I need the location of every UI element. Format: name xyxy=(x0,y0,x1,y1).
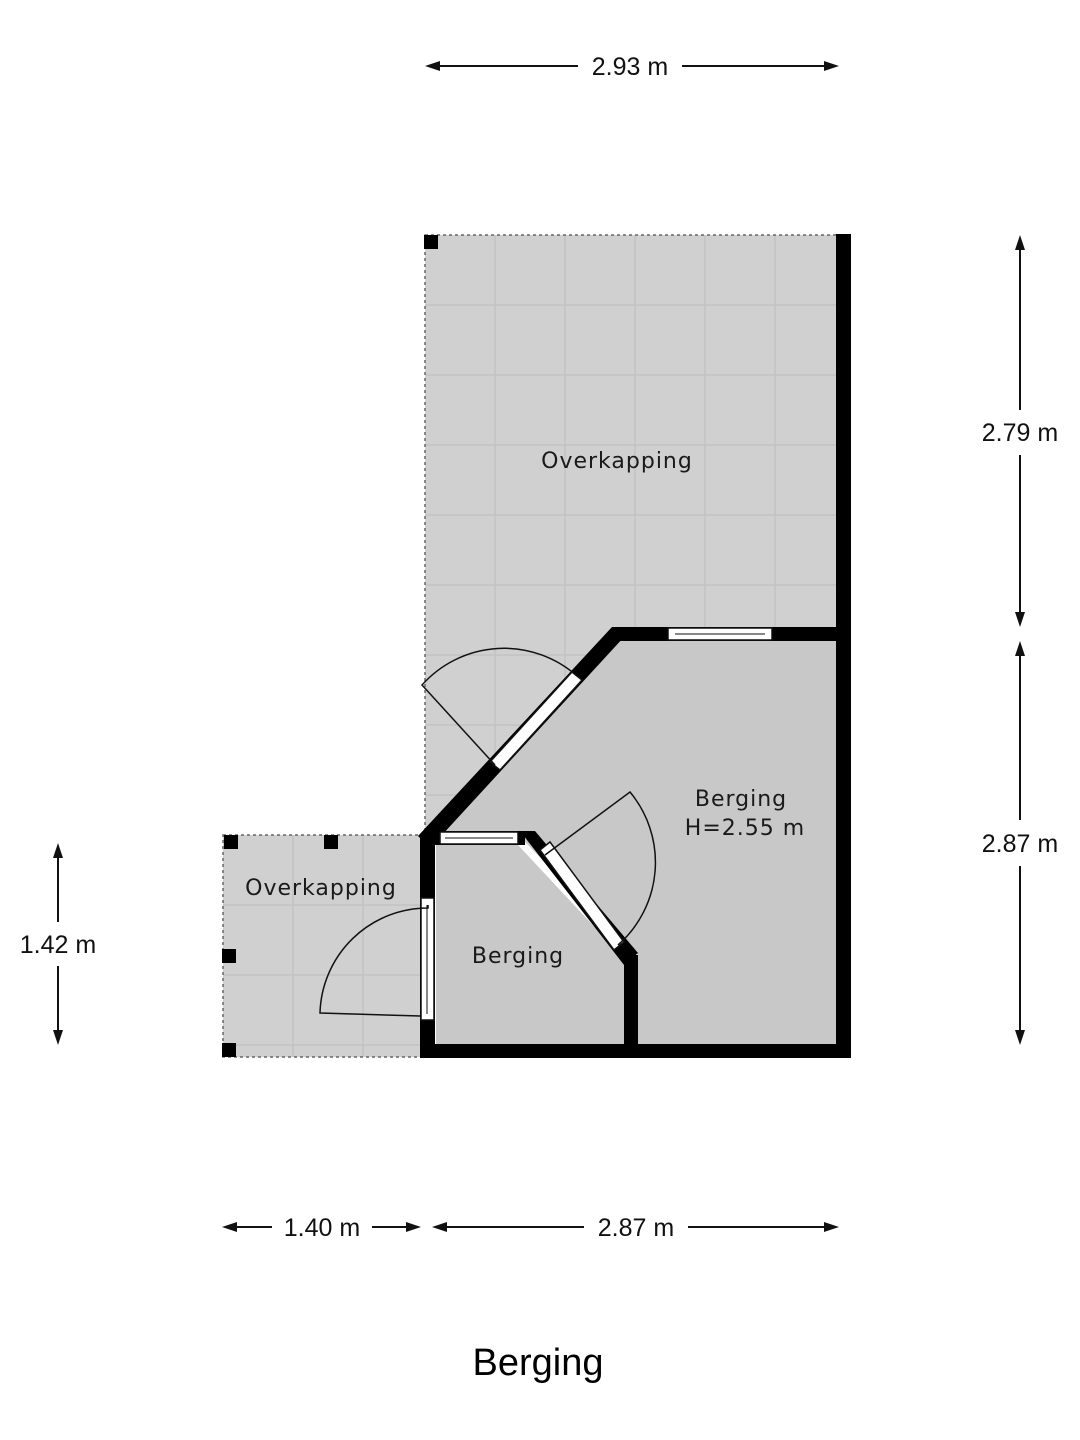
room-label-overkapping-main: Overkapping xyxy=(541,449,693,474)
dimension-label-left: 1.42 m xyxy=(20,931,96,959)
dimension-bottom-left: 1.40 m xyxy=(222,1214,421,1242)
dimension-label-right-upper: 2.79 m xyxy=(982,419,1058,447)
dimension-label-bottom-right: 2.87 m xyxy=(598,1214,674,1242)
overkapping-small-area xyxy=(222,834,426,1058)
windows xyxy=(420,627,773,1021)
dimension-label-bottom-left: 1.40 m xyxy=(284,1214,360,1242)
posts xyxy=(222,235,438,1057)
dimension-label-top: 2.93 m xyxy=(592,53,668,81)
room-height-berging-main: H=2.55 m xyxy=(685,816,805,841)
room-label-berging-small: Berging xyxy=(472,944,564,969)
door-swings xyxy=(319,647,657,1017)
dimension-top-width: 2.93 m xyxy=(425,53,839,81)
dimension-right-upper: 2.79 m xyxy=(982,235,1058,627)
dimension-label-right-lower: 2.87 m xyxy=(982,830,1058,858)
dimension-bottom-right: 2.87 m xyxy=(432,1214,839,1242)
room-label-berging-main: Berging xyxy=(695,787,787,812)
berging-small-floor xyxy=(436,845,624,1045)
berging-main-floor xyxy=(436,641,836,1045)
plan-title: Berging xyxy=(473,1342,604,1384)
dimension-right-lower: 2.87 m xyxy=(982,641,1058,1045)
dimension-left-height: 1.42 m xyxy=(20,843,96,1045)
room-label-overkapping-small: Overkapping xyxy=(245,876,397,901)
